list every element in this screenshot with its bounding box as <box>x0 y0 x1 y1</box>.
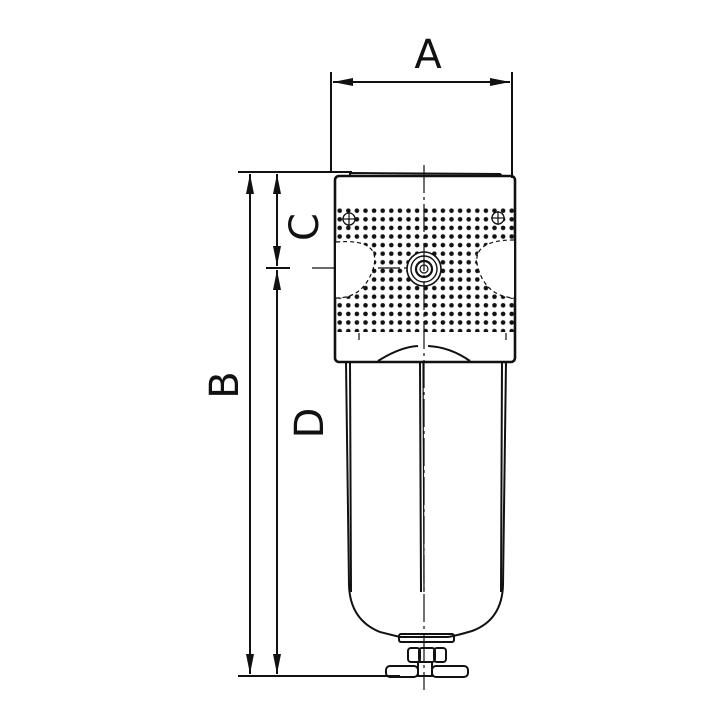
bowl-collar-left <box>377 345 419 362</box>
mounting-hole-left <box>342 212 356 226</box>
drain-nut-right <box>433 647 447 663</box>
drain-wing-left <box>385 665 419 678</box>
dimension-b: B <box>202 174 254 674</box>
mounting-hole-right <box>491 211 505 225</box>
drain-valve <box>385 647 469 678</box>
bowl-inner-left <box>349 361 352 593</box>
dimension-c: C <box>266 174 328 269</box>
filter-bowl <box>345 361 507 643</box>
label-b: B <box>202 371 248 398</box>
bowl-center-rib <box>419 361 422 593</box>
bowl-inner-right <box>500 361 503 593</box>
head-body <box>333 174 517 364</box>
bowl-bottom-flange <box>398 633 455 643</box>
port-left <box>336 241 375 298</box>
label-d: D <box>287 408 333 439</box>
filter-head <box>333 171 517 364</box>
dimension-a: A <box>330 32 513 178</box>
dimension-d: D <box>273 270 333 674</box>
bowl-collar-right <box>427 345 471 362</box>
drain-nut-center <box>418 647 436 663</box>
label-c: C <box>282 213 328 241</box>
drain-stem <box>417 661 433 677</box>
bowl-outline <box>345 361 507 638</box>
label-a: A <box>414 32 442 78</box>
drain-wing-right <box>431 665 469 678</box>
